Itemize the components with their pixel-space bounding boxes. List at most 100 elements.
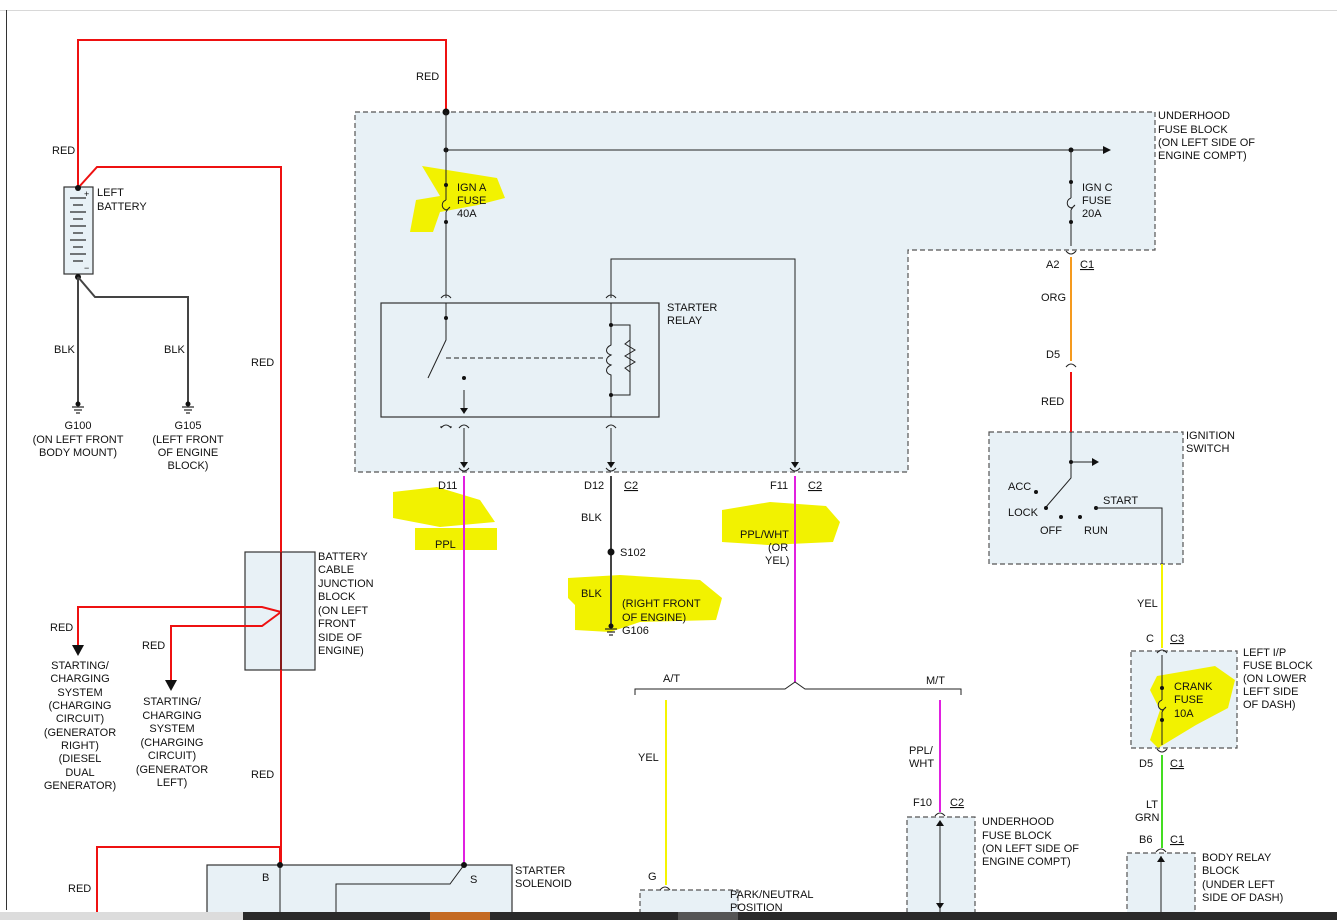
- junction-line-8: ENGINE): [318, 645, 364, 657]
- wire-label-red-junction: RED: [251, 357, 274, 369]
- ignition-switch-arrow: [1092, 458, 1099, 466]
- highlight-ppl-wht: [722, 502, 840, 545]
- junction-line-6: FRONT: [318, 618, 356, 630]
- fuse-block-2-line-3: (ON LEFT SIDE OF: [982, 843, 1079, 855]
- ign-a-fuse-label-1: IGN A: [457, 182, 487, 194]
- battery-minus: −: [84, 263, 89, 273]
- park-neutral-line-1: PARK/NEUTRAL: [730, 889, 814, 901]
- junction-line-4: BLOCK: [318, 591, 356, 603]
- connector-b6: B6: [1139, 834, 1152, 846]
- scr-line-6: (GENERATOR: [44, 727, 116, 739]
- relay-coil-dot-1: [609, 323, 613, 327]
- arrow-charging-right: [72, 645, 84, 656]
- scr-line-2: CHARGING: [50, 673, 109, 685]
- wire-label-ppl-mt: PPL/: [909, 745, 934, 757]
- ign-a-dot-bot: [444, 220, 448, 224]
- ground-icon-g100: [72, 406, 84, 414]
- s102-label: S102: [620, 547, 646, 559]
- ignition-lock: LOCK: [1008, 507, 1039, 519]
- fuse-block-title-1: UNDERHOOD: [1158, 110, 1230, 122]
- wire-label-blk-g106: BLK: [581, 588, 602, 600]
- solenoid-dot-b: [277, 862, 283, 868]
- crank-fuse-label-3: 10A: [1174, 708, 1194, 720]
- relay-contact-dot: [462, 376, 466, 380]
- scl-line-6: (GENERATOR: [136, 764, 208, 776]
- scr-line-9: DUAL: [65, 767, 94, 779]
- ground-icon-g106: [605, 628, 617, 636]
- g105-name: G105: [175, 420, 202, 432]
- ignition-dot-acc: [1034, 490, 1038, 494]
- scr-line-5: CIRCUIT): [56, 713, 104, 725]
- fuse-block-2-arrow-up: [936, 820, 944, 826]
- ground-dot-g100: [75, 401, 81, 407]
- bus-arrow: [1103, 146, 1111, 154]
- scr-line-4: (CHARGING: [49, 700, 112, 712]
- arrow-d12: [607, 462, 615, 468]
- starter-relay-box: [380, 302, 660, 418]
- relay-coil-feed: [610, 258, 796, 466]
- battery-pos-terminal: [75, 185, 81, 191]
- battery-plus: +: [84, 189, 89, 199]
- wire-label-red-charging-left: RED: [142, 640, 165, 652]
- ign-c-dot-bot: [1069, 220, 1073, 224]
- red-wire-junction-charging-left: [170, 611, 282, 680]
- ignition-switch-label-2: SWITCH: [1186, 443, 1229, 455]
- window-left-edge: [6, 10, 7, 910]
- connector-c: C: [1146, 633, 1154, 645]
- connector-caps: [440, 250, 1168, 891]
- ignition-switch-label-1: IGNITION: [1186, 430, 1235, 442]
- ign-c-fuse-label-1: IGN C: [1082, 182, 1113, 194]
- ign-a-fuse-label-3: 40A: [457, 208, 477, 220]
- left-ip-line-3: (ON LOWER: [1243, 673, 1307, 685]
- wire-label-lt: LT: [1146, 799, 1158, 811]
- park-neutral-switch-box: [639, 889, 739, 912]
- wire-label-yel-park: YEL: [638, 752, 659, 764]
- scr-line-3: SYSTEM: [57, 687, 102, 699]
- battery-label-1: LEFT: [97, 187, 124, 199]
- ign-c-fuse-label-2: FUSE: [1082, 195, 1111, 207]
- ign-c-fuse-symbol: [1066, 197, 1076, 211]
- fuse-block-2-line-2: FUSE BLOCK: [982, 830, 1052, 842]
- g100-line-1: (ON LEFT FRONT: [33, 434, 124, 446]
- wire-label-blk-g100: BLK: [54, 344, 75, 356]
- wire-label-ppl-wht: PPL/WHT: [740, 529, 789, 541]
- splice-s102: [607, 548, 615, 556]
- underhood-fuse-block-box: [354, 111, 1156, 473]
- highlight-d11: [393, 487, 495, 527]
- body-relay-line-3: (UNDER LEFT: [1202, 879, 1275, 891]
- connector-c1-b6: C1: [1170, 834, 1184, 846]
- red-wire-battery-junction: [77, 166, 282, 865]
- bottom-bar-mid-segment: [678, 912, 738, 920]
- g106-line-2: OF ENGINE): [622, 612, 686, 624]
- wire-label-yel-alt: YEL): [765, 555, 789, 567]
- body-relay-line-1: BODY RELAY: [1202, 852, 1272, 864]
- transmission-at: A/T: [663, 673, 680, 685]
- wire-label-ppl: PPL: [435, 539, 456, 551]
- relay-resistor: [624, 339, 636, 373]
- relay-switch-line: [427, 303, 447, 379]
- at-mt-split: [634, 681, 962, 695]
- battery-cells: [70, 197, 86, 262]
- wire-label-yel-crank: YEL: [1137, 598, 1158, 610]
- wire-label-red-bottom: RED: [68, 883, 91, 895]
- connector-c1-d5: C1: [1170, 758, 1184, 770]
- fuse-block-2-line-1: UNDERHOOD: [982, 816, 1054, 828]
- scl-line-1: STARTING/: [143, 696, 202, 708]
- ignition-dot-off: [1059, 515, 1063, 519]
- ignition-start: START: [1103, 495, 1138, 507]
- connector-a2: A2: [1046, 259, 1059, 271]
- connector-d12: D12: [584, 480, 604, 492]
- wire-label-red-ignition: RED: [1041, 396, 1064, 408]
- starting-charging-right-label: STARTING/ CHARGING SYSTEM (CHARGING CIRC…: [44, 660, 116, 792]
- scl-line-2: CHARGING: [142, 710, 201, 722]
- connector-c2-f10: C2: [950, 797, 964, 809]
- bottom-bar-dark-segment: [243, 912, 1337, 920]
- red-wire-bottom-left: [96, 846, 281, 912]
- connector-f11: F11: [770, 480, 788, 492]
- ign-a-fuse-label-2: FUSE: [457, 195, 486, 207]
- junction-line-1: BATTERY: [318, 551, 368, 563]
- fuse-block-title-2: FUSE BLOCK: [1158, 124, 1228, 136]
- scr-line-1: STARTING/: [51, 660, 110, 672]
- park-neutral-line-2: POSITION: [730, 902, 783, 912]
